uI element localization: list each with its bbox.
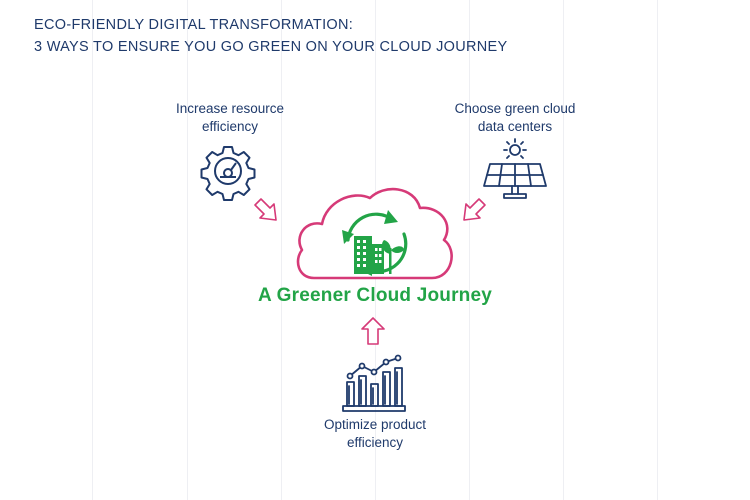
center-label: A Greener Cloud Journey: [257, 285, 493, 306]
gridline: [92, 0, 93, 500]
arrow-down-left-icon: [463, 198, 486, 221]
title-line-2: 3 WAYS TO ENSURE YOU GO GREEN ON YOUR CL…: [34, 39, 508, 55]
gear-gauge-icon: [200, 146, 256, 201]
gridline: [281, 0, 282, 500]
resource-efficiency-label: Increase resource efficiency: [175, 101, 285, 134]
arrow-up-icon: [361, 317, 385, 345]
green-data-centers-label: Choose green cloud data centers: [454, 101, 576, 134]
solar-panel-icon: [483, 138, 547, 199]
green-cloud-icon: [296, 187, 453, 280]
gridline: [187, 0, 188, 500]
gridline: [657, 0, 658, 500]
bar-chart-icon: [342, 354, 406, 412]
gridline: [563, 0, 564, 500]
arrow-down-right-icon: [254, 198, 277, 221]
page-title: ECO-FRIENDLY DIGITAL TRANSFORMATION: 3 W…: [34, 14, 507, 58]
title-line-1: ECO-FRIENDLY DIGITAL TRANSFORMATION:: [34, 17, 354, 33]
product-efficiency-label: Optimize product efficiency: [323, 417, 427, 450]
gridline: [469, 0, 470, 500]
